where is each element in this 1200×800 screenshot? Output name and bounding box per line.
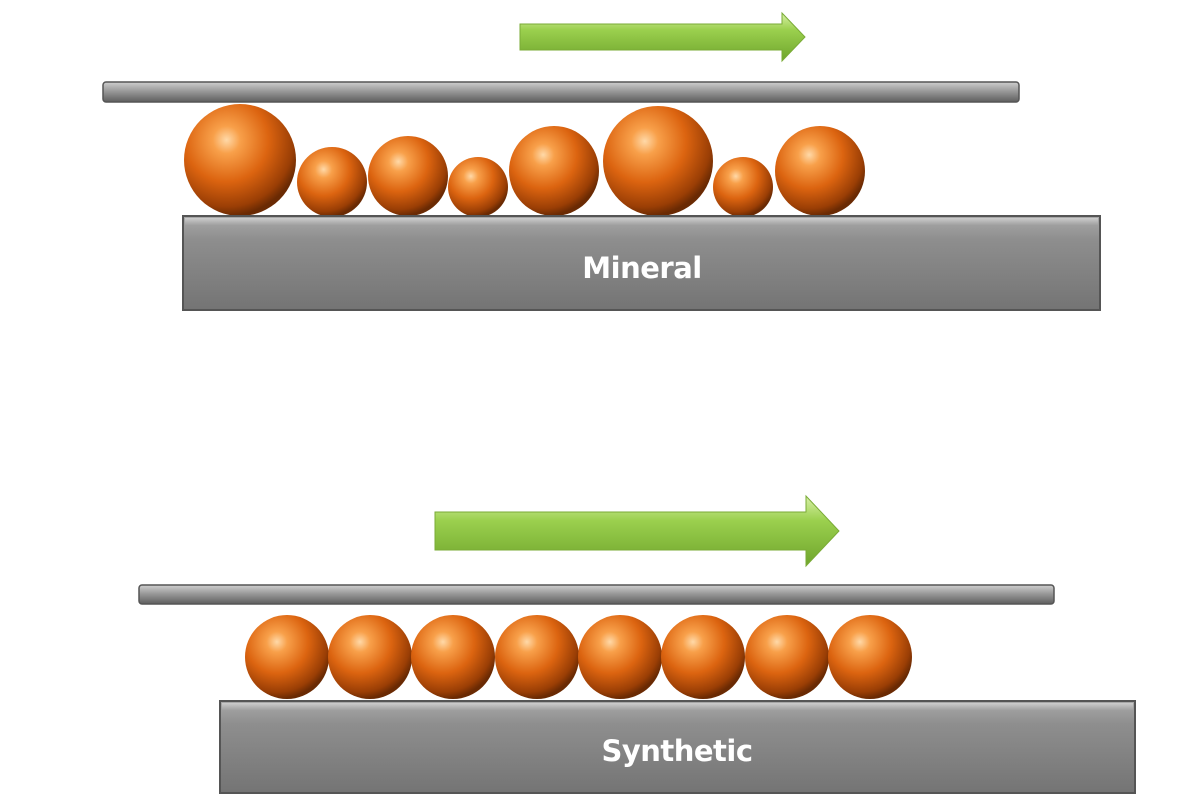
particle (411, 615, 495, 699)
base-block: Synthetic (219, 700, 1136, 794)
particle (745, 615, 829, 699)
particle (828, 615, 912, 699)
particle (495, 615, 579, 699)
particles (245, 615, 912, 699)
particle (578, 615, 662, 699)
particle (328, 615, 412, 699)
mineral-panel: Mineral (102, 11, 1101, 311)
particle (713, 157, 773, 217)
particle (368, 136, 448, 216)
particle (184, 104, 296, 216)
particle (603, 106, 713, 216)
top-plate (138, 584, 1055, 605)
top-plate (102, 81, 1020, 103)
synthetic-label: Synthetic (601, 734, 752, 768)
particle (661, 615, 745, 699)
particles (184, 104, 865, 217)
particle (509, 126, 599, 216)
motion-arrow (519, 11, 806, 63)
base-block: Mineral (182, 215, 1101, 311)
motion-arrow (434, 494, 840, 568)
particle (775, 126, 865, 216)
mineral-label: Mineral (582, 251, 701, 285)
particle (245, 615, 329, 699)
synthetic-panel: Synthetic (138, 494, 1136, 794)
particle (448, 157, 508, 217)
particle (297, 147, 367, 217)
